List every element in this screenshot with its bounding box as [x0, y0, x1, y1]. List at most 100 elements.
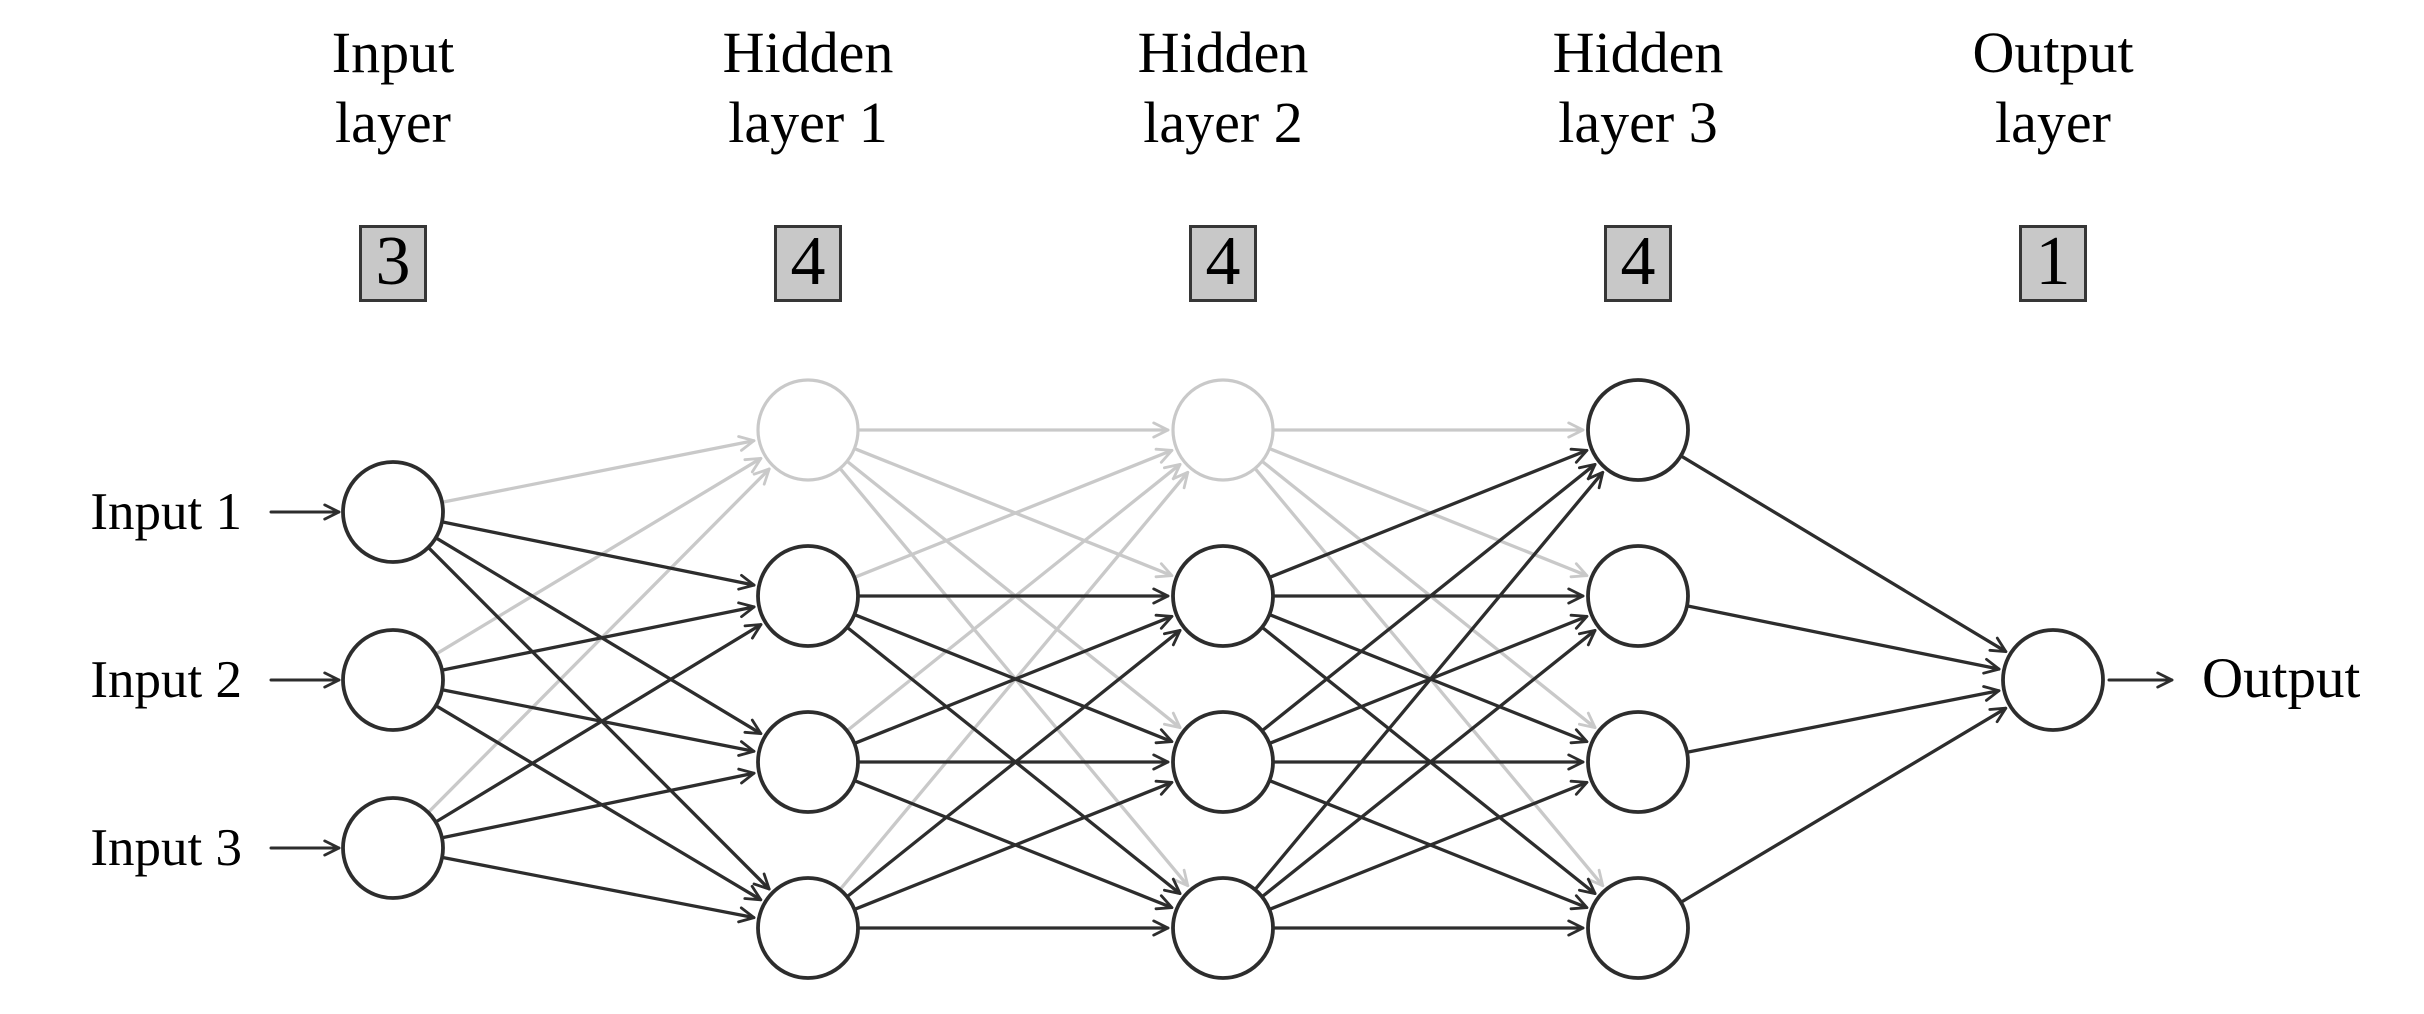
- connection-edge: [1567, 919, 1585, 930]
- connection-edge: [1574, 615, 1589, 630]
- neuron-node: [1171, 710, 1275, 814]
- connection-edge: [2156, 678, 2174, 689]
- input-arrow: [269, 503, 341, 521]
- connection-edge: [752, 882, 771, 891]
- connection-edge: [846, 460, 1180, 728]
- connection-edge: [1152, 587, 1170, 598]
- connection-edge: [854, 447, 1171, 577]
- connection-edge: [1680, 708, 2005, 903]
- connection-edge: [442, 520, 753, 587]
- connection-edge: [1586, 877, 1597, 895]
- connection-edge: [1261, 460, 1595, 728]
- neuron-node: [1171, 876, 1275, 980]
- connection-edge: [846, 626, 1180, 894]
- connection-edge: [739, 906, 756, 919]
- connection-edge: [1152, 594, 1170, 605]
- layer-title-line1: Hidden: [1137, 20, 1309, 85]
- connection-edge: [1995, 706, 2008, 724]
- connection-edge: [743, 730, 763, 735]
- connection-edge: [1152, 421, 1170, 432]
- connection-edge: [1261, 626, 1595, 894]
- connection-edge: [442, 439, 753, 504]
- input-arrow: [269, 671, 341, 689]
- neuron-node: [756, 710, 860, 814]
- dropped-connections: [427, 421, 1605, 890]
- connection-edge: [1154, 613, 1174, 618]
- connection-edge: [1152, 760, 1170, 771]
- connection-edge: [1985, 689, 2001, 702]
- connection-edge: [435, 624, 761, 823]
- connection-edge: [1182, 868, 1190, 888]
- connection-edge: [1152, 919, 1170, 930]
- connection-edge: [1578, 888, 1597, 895]
- neuron-node-dropped: [1171, 378, 1275, 482]
- connection-edge: [1163, 722, 1182, 729]
- neuron-node-dropped: [756, 378, 860, 482]
- connection-edge: [323, 678, 341, 689]
- connection-edge: [737, 435, 756, 443]
- connection-edge: [427, 469, 769, 813]
- connection-edge: [762, 872, 771, 891]
- connection-edge: [1567, 760, 1585, 771]
- connection-edge: [1687, 689, 1998, 754]
- output-label: Output: [2202, 647, 2361, 710]
- connection-edge: [737, 749, 756, 757]
- connection-edge: [1163, 462, 1182, 470]
- connection-edge: [1159, 615, 1174, 630]
- connection-edge: [1152, 753, 1170, 764]
- connection-edge: [1171, 877, 1190, 888]
- connection-edge: [1154, 740, 1174, 745]
- connection-edge: [442, 772, 753, 840]
- connection-edge: [1163, 629, 1182, 636]
- input-arrow: [269, 839, 341, 857]
- connection-edge: [1269, 447, 1586, 577]
- connection-edge: [1995, 636, 2008, 653]
- connection-edge: [854, 615, 1171, 745]
- connection-edge: [1159, 448, 1174, 464]
- active-connections: [428, 447, 2008, 937]
- connection-edge: [846, 630, 1180, 898]
- connection-edge: [762, 467, 771, 486]
- neuron-node: [1171, 544, 1275, 648]
- neuron-node: [756, 544, 860, 648]
- connection-edge: [737, 601, 756, 609]
- connection-edge: [1597, 868, 1605, 888]
- connection-edge: [1578, 462, 1597, 470]
- connection-edge: [428, 547, 769, 889]
- connection-edge: [737, 583, 756, 591]
- layer-size-badge-hidden-2: 4: [1189, 223, 1257, 302]
- neuron-node: [1586, 544, 1690, 648]
- connection-edge: [442, 856, 753, 919]
- neuron-nodes: [341, 378, 2105, 980]
- layer-size-badge-hidden-3: 4: [1604, 223, 1672, 302]
- layer-title-line2: layer 2: [1143, 90, 1303, 155]
- connection-edge: [1567, 587, 1585, 598]
- connection-edge: [1988, 706, 2008, 711]
- connection-edge: [1574, 562, 1589, 577]
- layer-title-line1: Output: [1972, 20, 2134, 85]
- connection-edge: [1152, 926, 1170, 937]
- connection-edge: [1261, 630, 1595, 898]
- connection-edge: [740, 439, 756, 452]
- connection-edge: [1569, 779, 1589, 784]
- connection-edge: [1586, 711, 1597, 729]
- connection-edge: [1586, 877, 1605, 888]
- connection-edge: [751, 623, 763, 640]
- layer-size-badge-hidden-1: 4: [774, 223, 842, 302]
- neuron-node: [341, 460, 445, 564]
- connection-edge: [1680, 455, 2005, 652]
- connection-edge: [1586, 470, 1605, 481]
- connection-edge: [750, 718, 763, 735]
- neuron-node: [1586, 710, 1690, 814]
- connection-edge: [1988, 648, 2008, 653]
- connection-edge: [1269, 449, 1586, 579]
- connection-edge: [854, 781, 1171, 911]
- connection-edge: [1159, 894, 1174, 909]
- neuron-node: [341, 628, 445, 732]
- connection-edge: [1586, 629, 1597, 647]
